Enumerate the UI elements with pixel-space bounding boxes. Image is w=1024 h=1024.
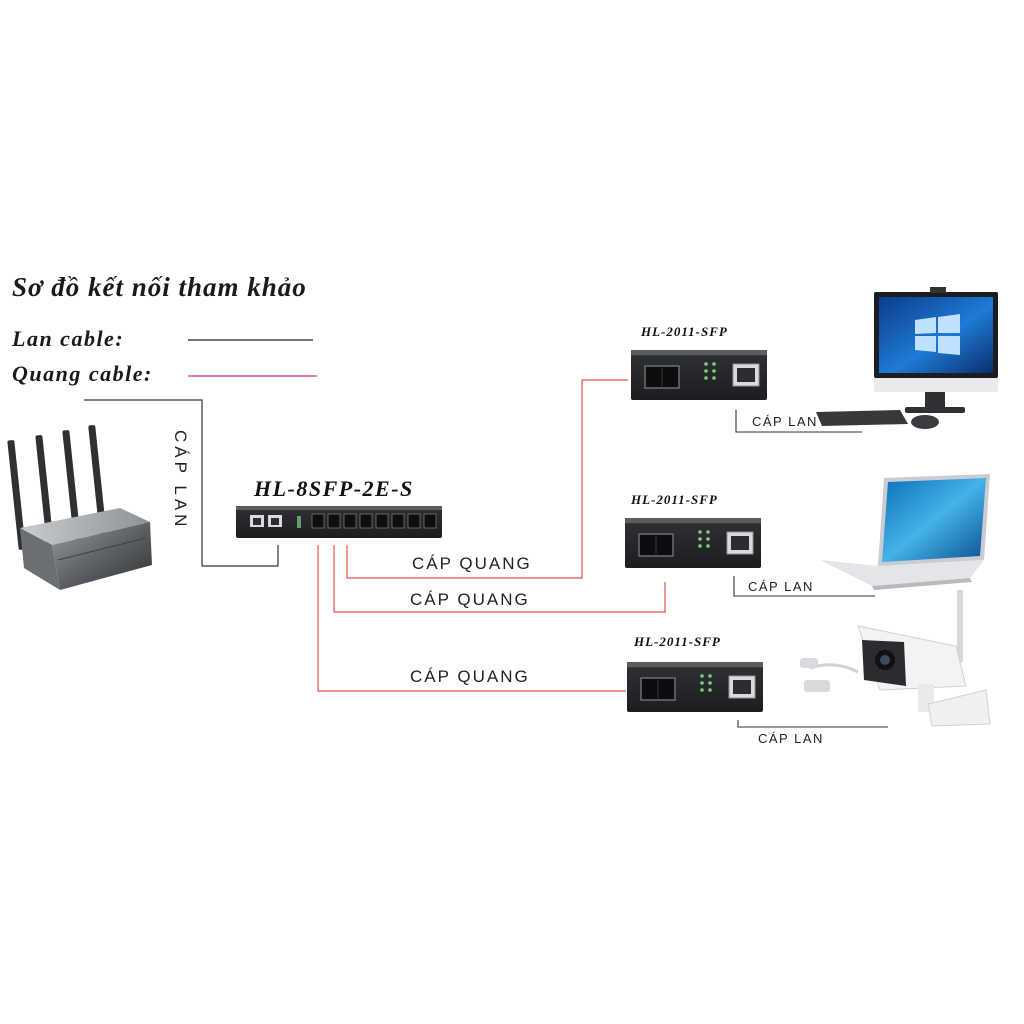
fiber-cable-3 bbox=[317, 545, 626, 692]
lan-cable-laptop bbox=[733, 576, 875, 597]
fiber-label-3: CÁP QUANG bbox=[410, 667, 530, 686]
converter-model-1: HL-2011-SFP bbox=[641, 324, 728, 339]
media-converter-icon bbox=[630, 349, 768, 401]
fiber-label-2: CÁP QUANG bbox=[410, 590, 530, 609]
desktop-computer-icon bbox=[816, 287, 998, 429]
router-lan-cable bbox=[84, 399, 279, 567]
router-lan-label: CÁP LAN bbox=[171, 430, 190, 531]
media-converter-icon bbox=[626, 661, 764, 713]
ip-camera-icon bbox=[800, 590, 991, 727]
router-icon bbox=[7, 425, 152, 590]
fiber-label-1: CÁP QUANG bbox=[412, 554, 532, 573]
laptop-lan-label: CÁP LAN bbox=[748, 579, 814, 594]
camera-lan-label: CÁP LAN bbox=[758, 731, 824, 746]
legend-lan-label: Lan cable: bbox=[12, 326, 125, 351]
legend-quang-label: Quang cable: bbox=[12, 361, 153, 386]
laptop-icon bbox=[820, 474, 990, 590]
fiber-cable-1 bbox=[346, 379, 628, 579]
switch-icon bbox=[236, 506, 442, 538]
media-converter-icon bbox=[624, 517, 762, 569]
converter-model-2: HL-2011-SFP bbox=[631, 492, 718, 507]
diagram-title: Sơ đồ kết nối tham khảo bbox=[12, 272, 307, 302]
lan-cable-camera bbox=[737, 720, 888, 728]
fiber-cable-2 bbox=[333, 545, 666, 613]
lan-cable-desktop bbox=[735, 410, 862, 433]
desktop-lan-label: CÁP LAN bbox=[752, 414, 818, 429]
switch-model-label: HL-8SFP-2E-S bbox=[254, 476, 414, 501]
converter-model-3: HL-2011-SFP bbox=[634, 634, 721, 649]
